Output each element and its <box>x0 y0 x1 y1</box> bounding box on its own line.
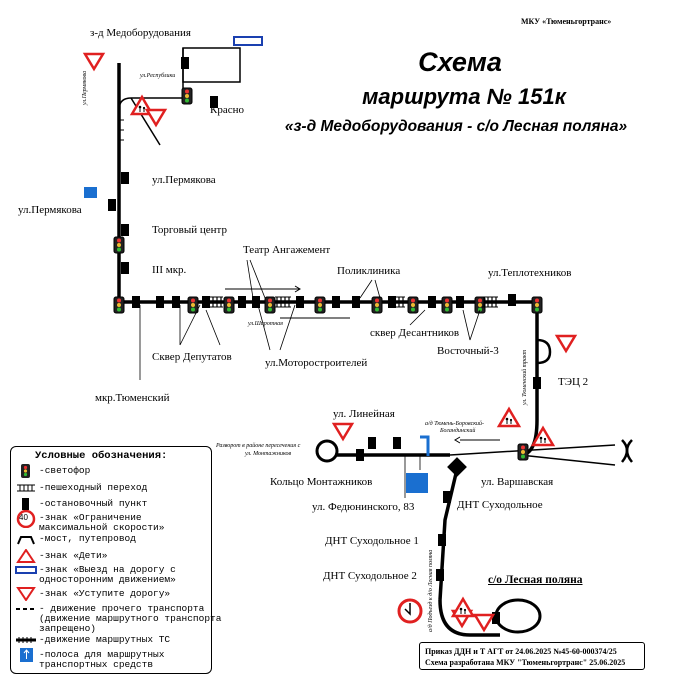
one-way-exit-icon <box>15 566 37 574</box>
map-title: Схема <box>418 47 502 77</box>
stop-label: Кольцо Монтажников <box>270 476 373 488</box>
route-number: маршрута № 151к <box>362 84 566 109</box>
order-note: Приказ ДДН и Т АГТ от 24.06.2025 №45-60-… <box>419 642 645 670</box>
stops <box>108 57 541 624</box>
children-sign-icon <box>16 549 36 563</box>
stop-label: ул. Федюнинского, 83 <box>312 501 415 513</box>
bus-lane-signs <box>84 187 430 493</box>
legend: Условные обозначения: -светофор -пешеход… <box>10 446 221 674</box>
order-line-2: Схема разработана МКУ "Тюменьгортранс" 2… <box>425 658 626 667</box>
stop-label: Театр Ангажемент <box>243 244 331 256</box>
dashed-line-icon <box>16 608 36 610</box>
street-label: ул.Пермякова <box>82 70 88 105</box>
loop-lesnaya <box>494 598 542 634</box>
stop-label: ул.Моторостроителей <box>265 357 368 369</box>
street-label: ул.Республики <box>140 73 176 79</box>
signs <box>83 52 577 632</box>
stop-label: ул. Варшавская <box>481 476 554 488</box>
street-label: а/д Подъезд к д/о Лесная поляна <box>428 549 434 632</box>
speed-limit-icon <box>16 510 36 528</box>
stop-label: ул.Пермякова <box>152 174 216 186</box>
speed-limit-value: 40 <box>19 513 28 522</box>
stop-label: III мкр. <box>152 264 187 276</box>
stop-label: Сквер Депутатов <box>152 351 232 363</box>
order-line-1: Приказ ДДН и Т АГТ от 24.06.2025 №45-60-… <box>425 647 617 656</box>
organization-label: МКУ «Тюменьгортранс» <box>521 17 612 26</box>
stop-icon <box>22 498 29 510</box>
stop-label: ул.Пермякова <box>18 204 82 216</box>
yield-sign-icon <box>16 587 36 601</box>
route-tick-marks <box>119 119 124 141</box>
stop-label: ДНТ Суходольное 2 <box>323 570 417 582</box>
bus-lane-icon <box>20 648 33 662</box>
stop-label: ул.Теплотехников <box>488 267 572 279</box>
street-note: Разворот в районе пересечения с <box>216 443 301 449</box>
direction-arrows <box>225 285 500 444</box>
stop-label: сквер Десантников <box>370 327 460 339</box>
route-line-icon <box>16 637 36 643</box>
stop-label: ул. Линейная <box>333 408 395 420</box>
street-label: ул. Тюменский тракт <box>522 349 528 405</box>
stop-label: Красно <box>210 104 244 116</box>
traffic-light-icon <box>21 464 30 478</box>
bridge-icon <box>17 536 35 545</box>
stop-label: Восточный-3 <box>437 345 499 357</box>
street-label: ул.Широтная <box>248 321 283 327</box>
stop-label: мкр.Тюменский <box>95 392 170 404</box>
stop-label: з-д Медоборудования <box>90 27 191 39</box>
tets-loop <box>536 338 552 365</box>
one-way-exit-sign <box>233 36 263 46</box>
crosswalk-icon <box>17 484 35 492</box>
stop-label: Торговый центр <box>152 224 227 236</box>
stop-label: Поликлиника <box>337 265 401 277</box>
route-name: «з-д Медоборудования - с/о Лесная поляна… <box>284 118 628 135</box>
roundabout-montazhnikov <box>315 439 339 463</box>
roundabout-east <box>621 439 633 463</box>
street-label: а/д Тюмень-Боровский- <box>425 421 485 427</box>
stop-label: ДНТ Суходольное 1 <box>325 535 419 547</box>
street-label: Богандинский <box>440 428 476 434</box>
stop-label: ДНТ Суходольное <box>457 499 543 511</box>
stop-label-terminal: с/о Лесная поляна <box>488 574 583 586</box>
street-note: ул. Монтажников <box>245 451 292 457</box>
legend-heading: Условные обозначения: <box>35 450 168 462</box>
stop-label: ТЭЦ 2 <box>558 376 589 388</box>
